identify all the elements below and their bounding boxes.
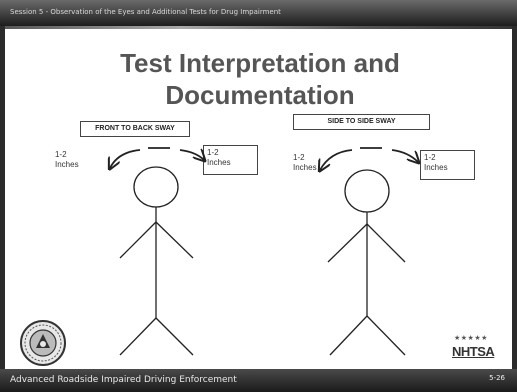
side-side-sway-arrows [320,147,418,170]
side-to-side-heading: SIDE TO SIDE SWAY [293,114,430,130]
front-back-stick-figure [119,166,194,356]
front-back-right-label-value: 1-2 [207,148,219,157]
slide-title-line-2: Documentation [165,80,355,110]
front-to-back-heading: FRONT TO BACK SWAY [80,121,190,137]
right-frame-border [512,26,517,372]
front-back-sway-arrows [110,147,204,168]
iacp-seal-logo [20,320,66,366]
side-side-stick-figure [327,169,406,356]
header-divider [0,26,517,29]
left-frame-border [0,26,5,372]
header-bar: Session 5 - Observation of the Eyes and … [0,0,517,26]
nhtsa-stars-icon: ★★★★★ [454,334,488,342]
side-side-left-label: 1-2 Inches [293,153,317,173]
side-side-left-label-value: 1-2 [293,153,305,162]
side-side-left-label-unit: Inches [293,163,317,172]
side-side-right-label-unit: Inches [424,163,448,172]
side-side-right-label: 1-2 Inches [420,150,475,180]
session-title: Session 5 - Observation of the Eyes and … [10,8,281,16]
front-back-right-label-unit: Inches [207,158,231,167]
front-back-left-label-value: 1-2 [55,150,67,159]
nhtsa-wordmark: NHTSA [452,344,495,359]
footer-bar: Advanced Roadside Impaired Driving Enfor… [0,369,517,392]
front-back-left-label-unit: Inches [55,160,79,169]
side-side-figure-head [344,169,390,213]
slide-title-line-1: Test Interpretation and [120,48,400,78]
side-side-right-label-value: 1-2 [424,153,436,162]
front-back-figure-head [133,166,179,208]
slide-number: 5-26 [489,374,505,382]
front-back-left-label: 1-2 Inches [55,150,79,170]
footer-program-title: Advanced Roadside Impaired Driving Enfor… [10,375,237,385]
